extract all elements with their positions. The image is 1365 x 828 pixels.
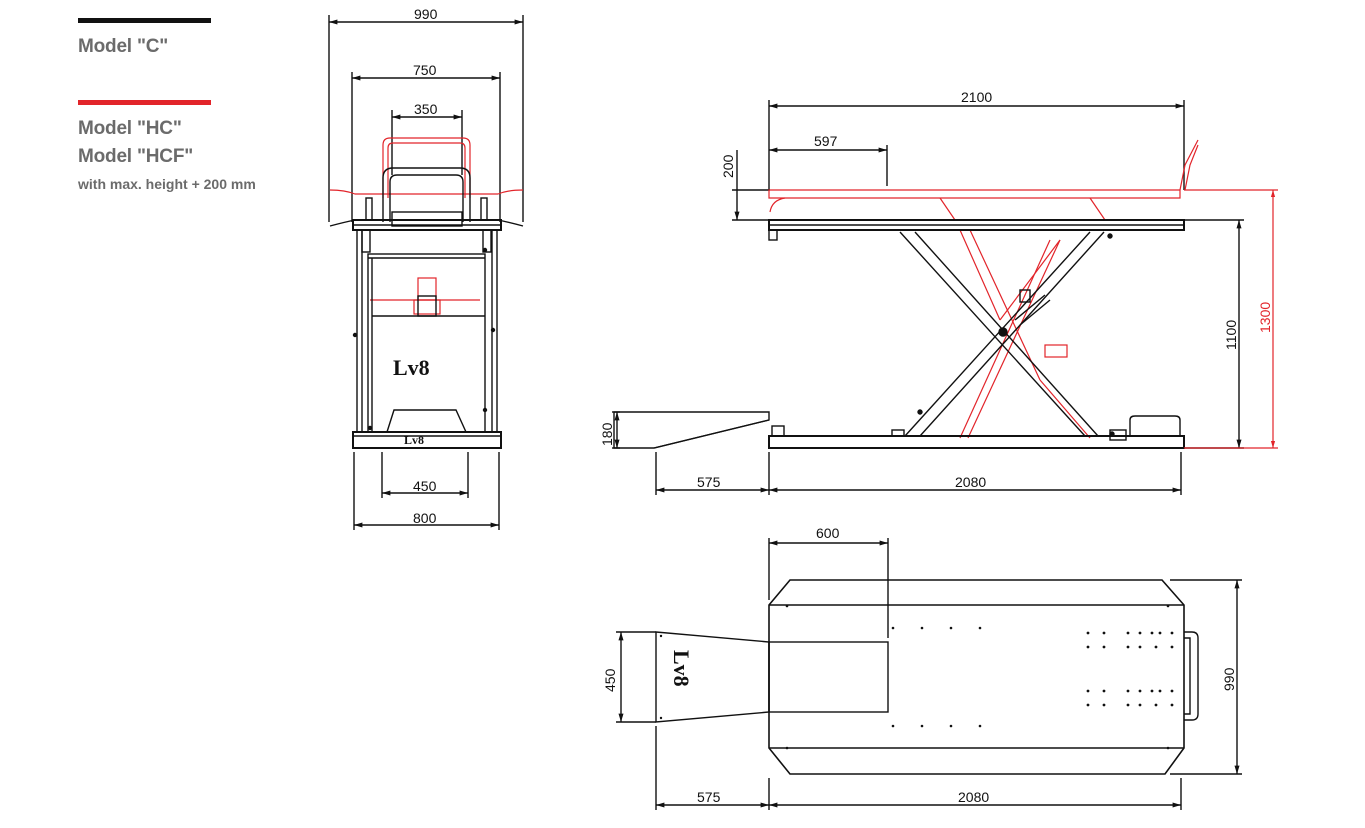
side-raised-outline — [768, 139, 1199, 439]
side-dim-200: 200 — [720, 154, 736, 178]
side-dim-575: 575 — [697, 474, 721, 490]
model-c-color-bar — [78, 18, 211, 23]
height-note: with max. height + 200 mm — [78, 176, 256, 192]
front-dimensions-lower — [353, 452, 500, 530]
side-dim-2080: 2080 — [955, 474, 986, 490]
front-raised-outline — [329, 137, 524, 315]
side-dim-180: 180 — [599, 422, 615, 446]
top-bolt-holes — [659, 604, 1174, 750]
front-dim-800: 800 — [413, 510, 437, 526]
front-base-logo: Lv8 — [404, 433, 424, 447]
front-dim-350: 350 — [414, 101, 438, 117]
model-hc-color-bar — [78, 100, 211, 105]
front-logo: Lv8 — [393, 355, 430, 380]
side-dim-597: 597 — [814, 133, 838, 149]
front-view — [328, 15, 524, 449]
front-dim-750: 750 — [413, 62, 437, 78]
top-dim-600: 600 — [816, 525, 840, 541]
front-dim-450: 450 — [413, 478, 437, 494]
side-dim-1300-lines — [1184, 189, 1278, 449]
top-dim-2080: 2080 — [958, 789, 989, 805]
side-dim-2100: 2100 — [961, 89, 992, 105]
front-dim-990: 990 — [414, 6, 438, 22]
model-c-label: Model "C" — [78, 36, 169, 57]
top-ramp-logo: Lv8 — [669, 650, 694, 687]
top-dim-575: 575 — [697, 789, 721, 805]
top-view — [616, 538, 1242, 810]
top-dim-990: 990 — [1221, 667, 1237, 691]
side-view — [612, 100, 1244, 495]
side-dim-1300: 1300 — [1257, 302, 1273, 333]
side-dim-1100: 1100 — [1223, 320, 1239, 350]
top-dim-450: 450 — [602, 668, 618, 692]
model-hcf-label: Model "HCF" — [78, 146, 194, 167]
model-hc-label: Model "HC" — [78, 118, 182, 139]
